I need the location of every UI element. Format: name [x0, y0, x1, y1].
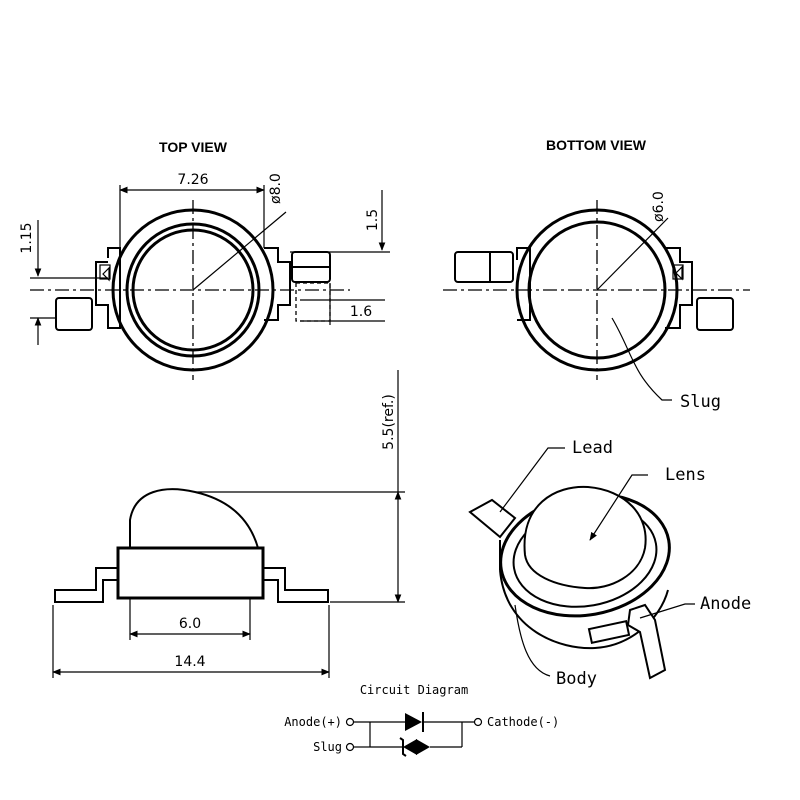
- top-view: TOP VIEW 7.26 ø8.0 1.5: [19, 139, 390, 380]
- led-diode-icon: [405, 713, 422, 731]
- bottom-right-tab: [665, 247, 693, 329]
- dim-7-26-label: 7.26: [177, 172, 208, 188]
- dia-6-label: ø6.0: [651, 191, 667, 222]
- bottom-right-lead: [696, 297, 734, 331]
- body-label: Body: [556, 669, 597, 689]
- top-right-lead-dashed: [295, 282, 331, 322]
- dim-1-15-label: 1.15: [19, 222, 35, 253]
- lens-leader: [589, 474, 648, 541]
- side-right-lead: [263, 567, 329, 603]
- dim-6-0-label: 6.0: [179, 616, 201, 632]
- circuit-diagram: Circuit Diagram Anode(+) Slug Cathode(-): [284, 683, 559, 757]
- lead-label: Lead: [572, 438, 613, 458]
- slug-label: Slug: [680, 392, 721, 412]
- circuit-slug-label: Slug: [313, 740, 342, 754]
- circuit-cathode-label: Cathode(-): [487, 715, 559, 729]
- bottom-view: BOTTOM VIEW ø6.0 Slug: [443, 137, 750, 412]
- top-polarity-mark: [99, 264, 111, 280]
- side-view: 5.5(ref.) 6.0 14.4: [52, 370, 405, 678]
- side-lens-dome: [129, 488, 259, 549]
- cathode-terminal-dot: [473, 717, 483, 727]
- iso-left-lead: [468, 498, 517, 539]
- dia-6-leader: [596, 217, 669, 291]
- bottom-left-lead: [454, 251, 514, 283]
- side-left-lead: [54, 567, 118, 603]
- iso-right-lead: [626, 603, 667, 680]
- zener-diode-icon: [403, 739, 417, 755]
- bottom-view-title: BOTTOM VIEW: [546, 137, 647, 153]
- top-view-title: TOP VIEW: [159, 139, 228, 155]
- top-right-lead-tab: [264, 247, 291, 321]
- anode-leader: [639, 603, 695, 619]
- top-left-lead-tab: [95, 247, 121, 329]
- zener-diode-bar: [399, 737, 407, 757]
- dim-14-4-label: 14.4: [174, 654, 205, 670]
- dim-1-6-label: 1.6: [350, 304, 372, 320]
- iso-anode-terminal: [587, 620, 631, 644]
- bottom-polarity-triangle-icon: [675, 265, 683, 281]
- anode-label: Anode: [700, 594, 751, 614]
- zener-diode-icon-2: [416, 739, 430, 755]
- dia-8-label: ø8.0: [268, 173, 284, 204]
- circuit-title: Circuit Diagram: [360, 683, 468, 697]
- iso-view: Lead Lens Anode Body: [468, 438, 751, 689]
- top-left-lead: [55, 297, 93, 331]
- dim-5-5-label: 5.5(ref.): [381, 394, 397, 450]
- polarity-triangle-icon: [102, 266, 110, 282]
- slug-terminal-dot: [345, 742, 355, 752]
- slug-leader: [611, 317, 672, 401]
- iso-lens-dome: [523, 485, 647, 590]
- lead-leader: [499, 447, 565, 513]
- side-body: [116, 546, 265, 600]
- lens-label: Lens: [665, 465, 706, 485]
- dia-8-leader: [192, 211, 287, 291]
- anode-terminal-dot: [345, 717, 355, 727]
- body-leader: [514, 604, 551, 677]
- circuit-anode-label: Anode(+): [284, 715, 342, 729]
- bottom-polarity-mark: [672, 264, 684, 280]
- dim-1-5-label: 1.5: [365, 209, 381, 231]
